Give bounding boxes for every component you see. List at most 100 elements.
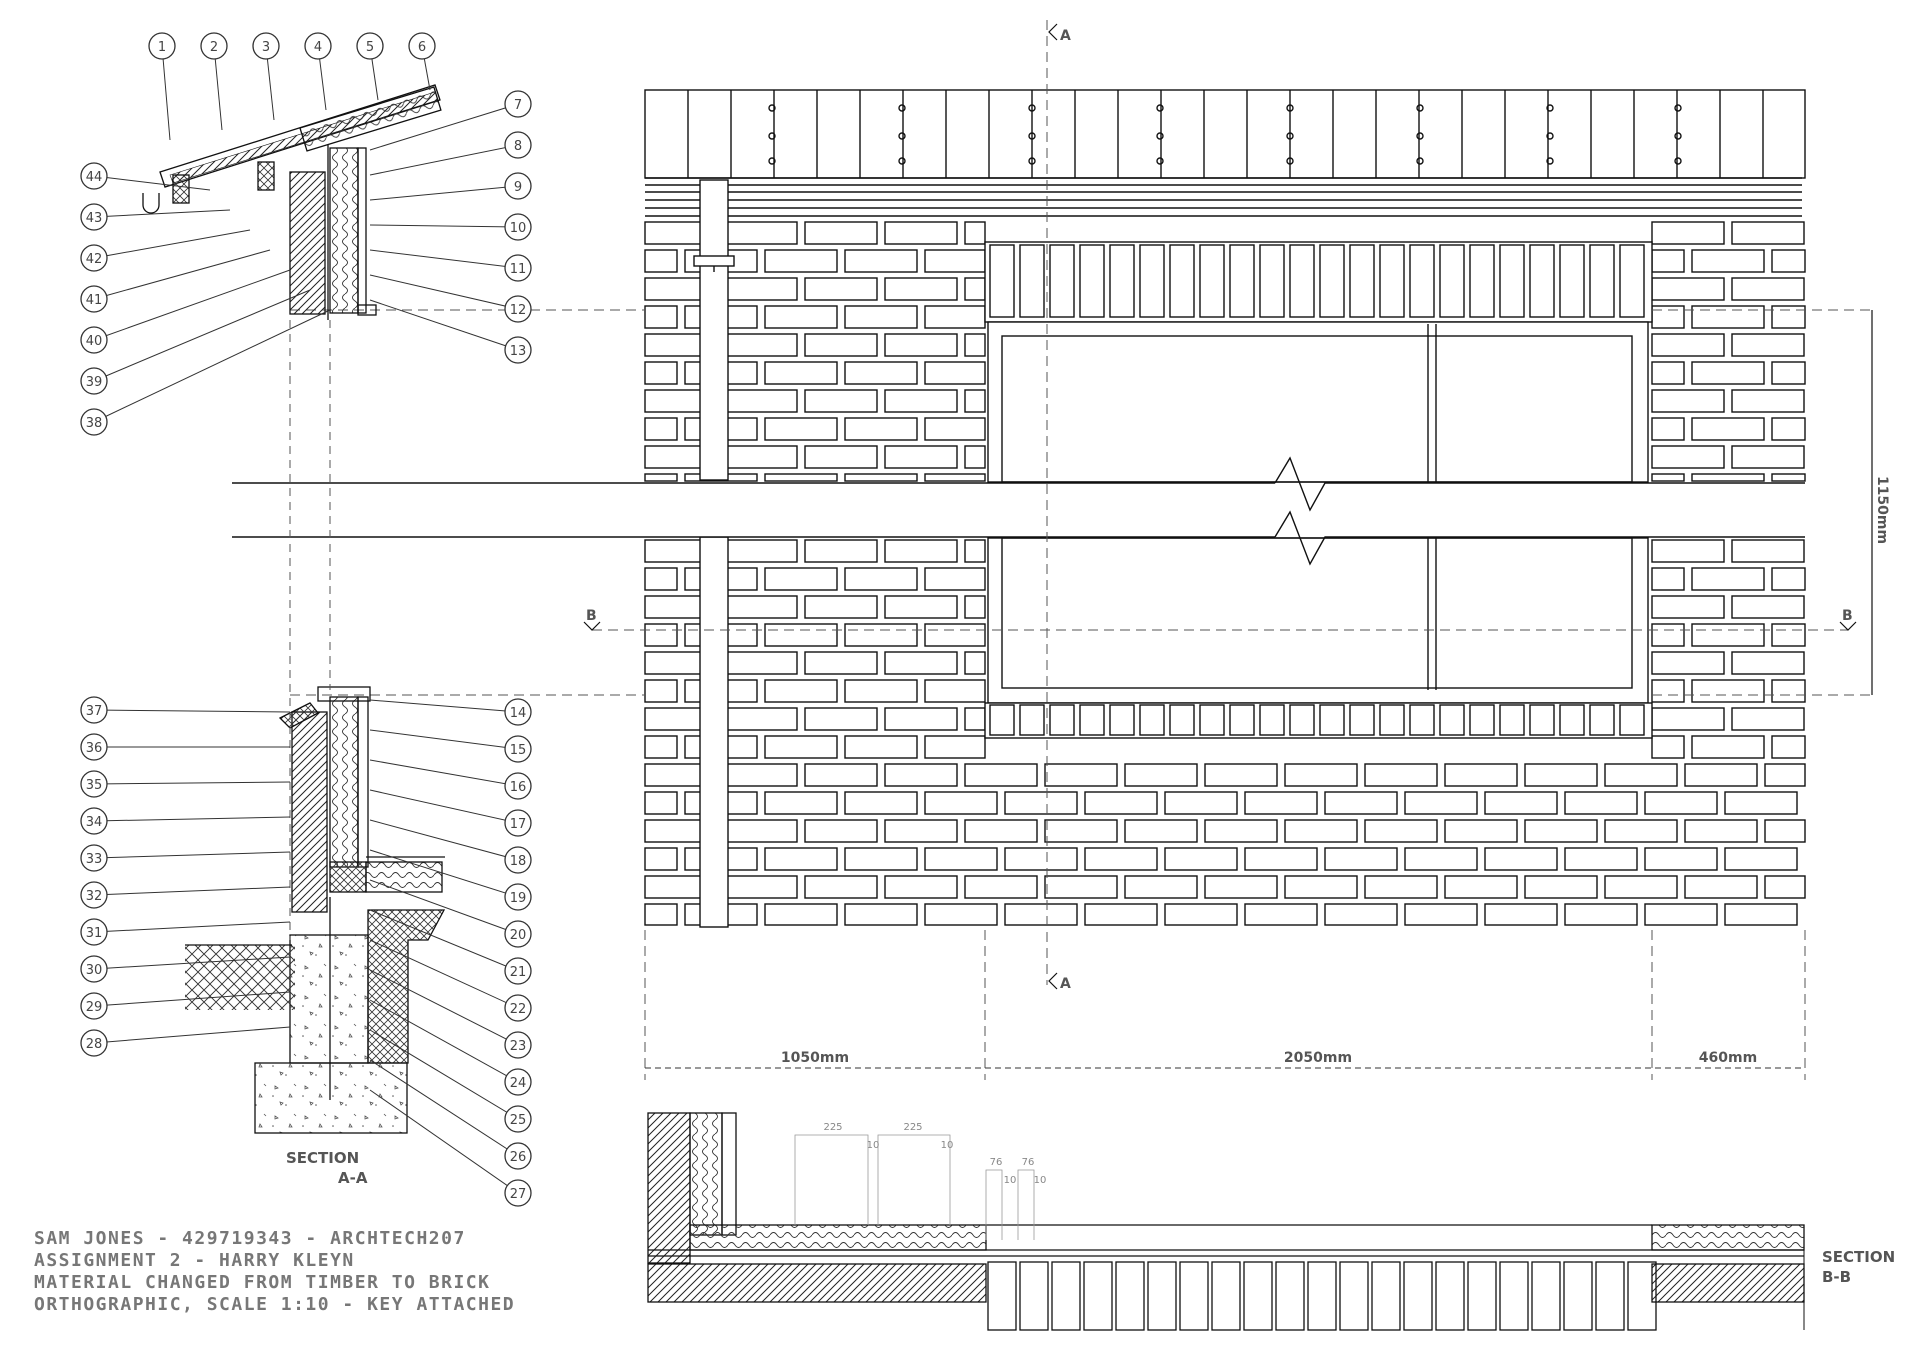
svg-text:22: 22 bbox=[510, 1002, 527, 1017]
callout-16: 16 bbox=[369, 759, 532, 800]
svg-text:43: 43 bbox=[86, 211, 103, 226]
joint-a: 10 bbox=[867, 1140, 880, 1151]
cut-mark-b-left: B bbox=[586, 608, 597, 624]
mullion-a: 76 bbox=[990, 1157, 1003, 1168]
callout-38: 38 bbox=[80, 309, 331, 436]
callout-42: 42 bbox=[80, 229, 251, 272]
callout-29: 29 bbox=[80, 991, 291, 1020]
svg-text:33: 33 bbox=[86, 852, 103, 867]
svg-text:42: 42 bbox=[86, 252, 103, 267]
svg-text:34: 34 bbox=[86, 815, 103, 830]
svg-text:17: 17 bbox=[510, 817, 527, 832]
callout-27: 27 bbox=[369, 1089, 532, 1207]
callout-19: 19 bbox=[369, 849, 532, 911]
callout-36: 36 bbox=[80, 733, 290, 761]
title-line-2: ASSIGNMENT 2 - HARRY KLEYN bbox=[34, 1250, 355, 1271]
callout-32: 32 bbox=[80, 881, 291, 909]
callout-3: 3 bbox=[252, 32, 280, 121]
callout-44: 44 bbox=[80, 162, 211, 191]
dimension-width-1: 1050mm bbox=[781, 1050, 849, 1066]
callout-20: 20 bbox=[369, 879, 532, 948]
svg-text:12: 12 bbox=[510, 303, 527, 318]
section-a-title: SECTION bbox=[286, 1149, 359, 1167]
gap-a: 10 bbox=[1004, 1175, 1017, 1186]
dimension-width-2: 2050mm bbox=[1284, 1050, 1352, 1066]
callout-9: 9 bbox=[369, 172, 532, 201]
svg-text:26: 26 bbox=[510, 1150, 527, 1165]
svg-text:19: 19 bbox=[510, 891, 527, 906]
callout-24: 24 bbox=[369, 999, 532, 1096]
svg-text:1: 1 bbox=[158, 40, 166, 55]
svg-text:27: 27 bbox=[510, 1187, 527, 1202]
callout-35: 35 bbox=[80, 770, 291, 798]
callout-34: 34 bbox=[80, 807, 291, 835]
title-line-3: MATERIAL CHANGED FROM TIMBER TO BRICK bbox=[34, 1272, 491, 1293]
elevation bbox=[232, 89, 1806, 928]
callout-26: 26 bbox=[369, 1059, 532, 1170]
svg-text:37: 37 bbox=[86, 704, 103, 719]
joint-b: 10 bbox=[941, 1140, 954, 1151]
callout-4: 4 bbox=[304, 32, 332, 111]
callout-7: 7 bbox=[369, 90, 532, 151]
callout-14: 14 bbox=[369, 698, 532, 726]
callout-33: 33 bbox=[80, 844, 291, 872]
svg-text:8: 8 bbox=[514, 139, 522, 154]
callout-1: 1 bbox=[148, 32, 176, 141]
callout-21: 21 bbox=[369, 909, 532, 985]
callout-11: 11 bbox=[369, 249, 532, 282]
brick-width-a: 225 bbox=[823, 1122, 842, 1133]
callout-41: 41 bbox=[80, 249, 271, 313]
svg-text:6: 6 bbox=[418, 40, 426, 55]
callout-43: 43 bbox=[80, 203, 231, 231]
svg-text:31: 31 bbox=[86, 926, 103, 941]
svg-text:4: 4 bbox=[314, 40, 322, 55]
svg-text:25: 25 bbox=[510, 1113, 527, 1128]
svg-text:35: 35 bbox=[86, 778, 103, 793]
mullion-b: 76 bbox=[1022, 1157, 1035, 1168]
cut-mark-a-top: A bbox=[1060, 28, 1071, 44]
svg-text:39: 39 bbox=[86, 375, 103, 390]
cut-mark-a-bottom: A bbox=[1060, 976, 1071, 992]
svg-text:15: 15 bbox=[510, 743, 527, 758]
svg-text:9: 9 bbox=[514, 180, 522, 195]
svg-text:30: 30 bbox=[86, 963, 103, 978]
svg-text:36: 36 bbox=[86, 741, 103, 756]
cut-mark-b-right: B bbox=[1842, 608, 1853, 624]
callout-37: 37 bbox=[80, 696, 291, 724]
section-b-mark: B-B bbox=[1822, 1268, 1851, 1286]
callout-8: 8 bbox=[369, 131, 532, 176]
svg-text:38: 38 bbox=[86, 416, 103, 431]
svg-text:7: 7 bbox=[514, 98, 522, 113]
svg-text:5: 5 bbox=[366, 40, 374, 55]
svg-text:18: 18 bbox=[510, 854, 527, 869]
svg-text:32: 32 bbox=[86, 889, 103, 904]
callout-13: 13 bbox=[369, 299, 532, 364]
svg-text:21: 21 bbox=[510, 965, 527, 980]
callout-18: 18 bbox=[369, 819, 532, 874]
height-dimension: 1150mm bbox=[1874, 476, 1890, 544]
callout-40: 40 bbox=[80, 269, 291, 354]
callout-28: 28 bbox=[80, 1026, 291, 1057]
svg-text:10: 10 bbox=[510, 221, 527, 236]
window-elevation bbox=[984, 241, 1653, 739]
svg-text:2: 2 bbox=[210, 40, 218, 55]
callout-2: 2 bbox=[200, 32, 228, 131]
callout-22: 22 bbox=[369, 939, 532, 1022]
fascia-boards bbox=[644, 89, 1806, 179]
callout-25: 25 bbox=[369, 1029, 532, 1133]
svg-text:29: 29 bbox=[86, 1000, 103, 1015]
svg-text:40: 40 bbox=[86, 334, 103, 349]
section-a-a bbox=[142, 84, 446, 1134]
callout-15: 15 bbox=[369, 729, 532, 763]
callout-39: 39 bbox=[80, 289, 311, 395]
dimension-width-3: 460mm bbox=[1699, 1050, 1757, 1066]
svg-text:3: 3 bbox=[262, 40, 270, 55]
callout-5: 5 bbox=[356, 32, 384, 101]
callout-17: 17 bbox=[369, 789, 532, 837]
section-a-mark: A-A bbox=[338, 1169, 368, 1187]
brick-width-b: 225 bbox=[903, 1122, 922, 1133]
title-line-1: SAM JONES - 429719343 - ARCHTECH207 bbox=[34, 1228, 466, 1249]
section-b-b bbox=[647, 1112, 1805, 1331]
svg-text:23: 23 bbox=[510, 1039, 527, 1054]
